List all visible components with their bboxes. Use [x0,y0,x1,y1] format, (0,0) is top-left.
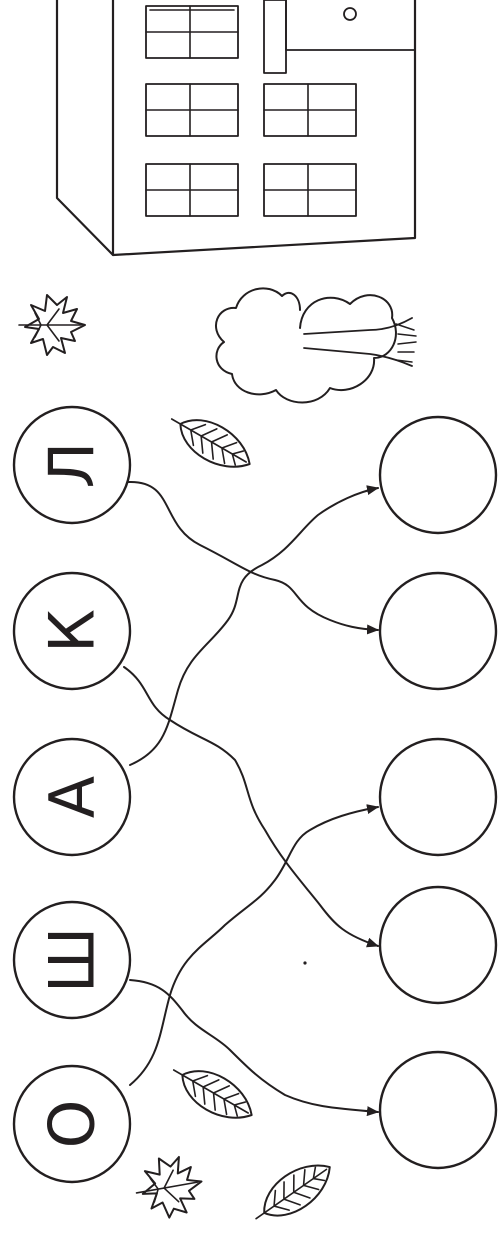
answer-circle-1[interactable] [380,417,496,533]
letter-circle-1[interactable]: Л [14,407,130,523]
answer-circle-4[interactable] [380,887,496,1003]
answer-circle-2[interactable] [380,573,496,689]
letter-l: Л [36,442,109,489]
line-from-sh [130,980,378,1112]
building-windows [146,6,356,216]
answer-circle-3[interactable] [380,739,496,855]
letter-k: К [36,609,109,653]
answer-circles [380,417,496,1168]
answer-circle-5[interactable] [380,1052,496,1168]
letter-circle-4[interactable]: Ш [14,902,130,1018]
tangled-lines [124,482,378,1112]
birch-leaf-bottom [246,1152,340,1233]
letter-circles: Л К А Ш О [14,407,130,1182]
letter-sh: Ш [36,927,109,993]
stray-dot [303,961,306,964]
letter-circle-5[interactable]: О [14,1066,130,1182]
maple-leaf-top [19,295,85,355]
line-from-a [130,488,378,765]
birch-leaf-top [163,403,259,479]
maple-leaf-bottom [131,1152,206,1223]
letter-circle-2[interactable]: К [14,573,130,689]
tree [216,288,416,402]
school-building [57,0,415,255]
line-from-l [128,482,378,630]
letter-circle-3[interactable]: А [14,739,130,855]
letter-o: О [36,1100,109,1149]
letter-a: А [36,776,109,818]
line-from-o [130,807,378,1085]
